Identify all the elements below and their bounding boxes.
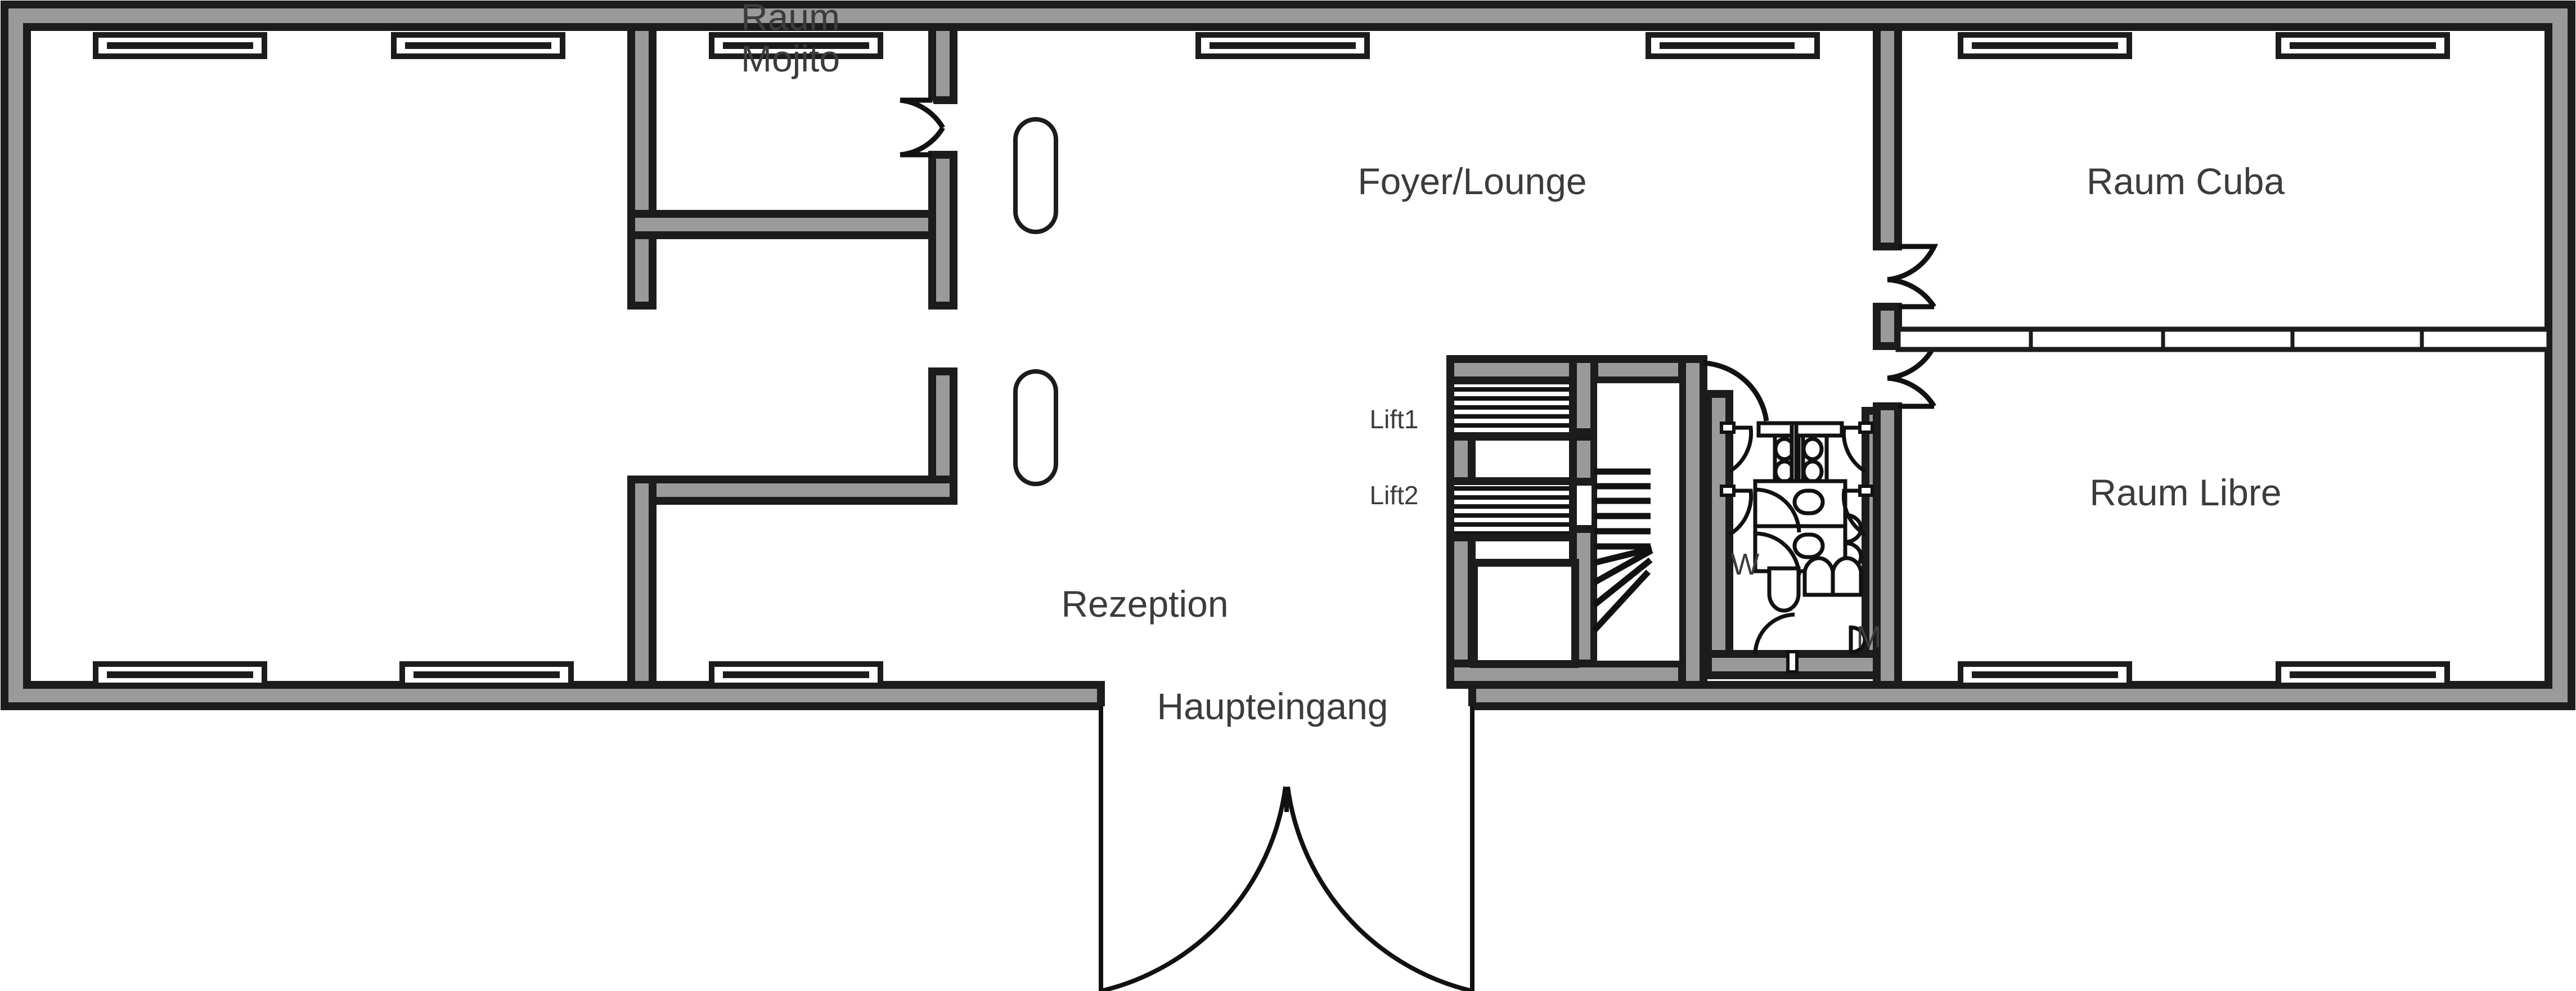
room-label-cuba: Raum Cuba (2086, 160, 2285, 202)
door-foyer-cuba (1887, 244, 1939, 310)
movable-partition (1895, 326, 2552, 352)
door-foyer-libre (1887, 343, 1939, 409)
room-label-mojito: Raum Mojito (740, 0, 840, 79)
area-label-haupteingang: Haupteingang (1157, 685, 1388, 727)
lift-1-car (1446, 376, 1577, 441)
area-label-foyer-lounge: Foyer/Lounge (1357, 160, 1587, 202)
area-label-rezeption: Rezeption (1061, 583, 1229, 625)
exterior-walls (1, 1, 2575, 710)
reception-counter-1 (1013, 117, 1058, 234)
lift-2-car (1446, 477, 1577, 541)
lift-label-1: Lift1 (1369, 405, 1419, 434)
reception-counter-2 (1013, 369, 1058, 486)
reception-counters (1013, 117, 1058, 486)
door-mojito (900, 97, 945, 158)
wc-label-men: M (1856, 620, 1882, 654)
service-room (1470, 559, 1579, 668)
interior-walls (627, 23, 1902, 689)
wc-label-women: W (1730, 548, 1760, 581)
room-label-libre: Raum Libre (2089, 472, 2282, 513)
door-stair (1703, 360, 1769, 421)
lift-label-2: Lift2 (1369, 481, 1419, 510)
wc-fixtures (1720, 421, 1874, 674)
windows-top (93, 32, 2450, 59)
lift-cars (1446, 376, 1579, 668)
windows-bottom (93, 661, 2450, 688)
main-entrance (1099, 706, 1474, 991)
staircase (1592, 378, 1685, 666)
